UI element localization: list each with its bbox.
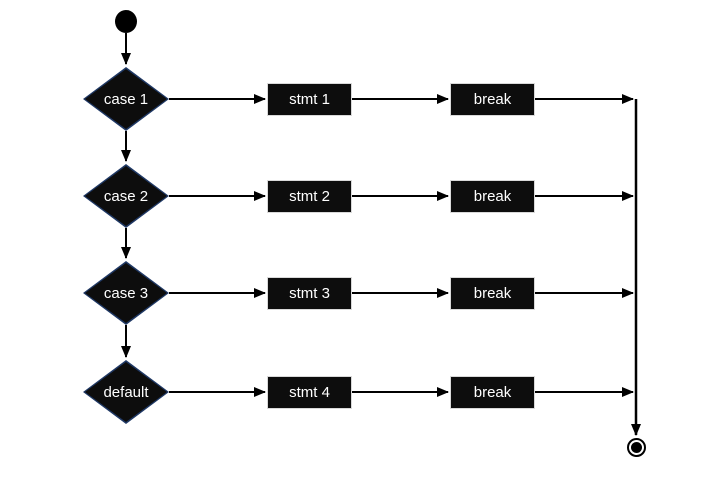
process-break-4: break <box>450 376 535 409</box>
start-node-icon <box>115 10 137 33</box>
process-label: stmt 3 <box>289 285 330 302</box>
decision-label: case 3 <box>103 284 149 302</box>
process-stmt-1: stmt 1 <box>267 83 352 116</box>
process-label: stmt 1 <box>289 91 330 108</box>
process-stmt-2: stmt 2 <box>267 180 352 213</box>
decision-label: case 2 <box>103 187 149 205</box>
process-label: break <box>473 285 512 302</box>
process-stmt-3: stmt 3 <box>267 277 352 310</box>
process-label: break <box>473 91 512 108</box>
decision-label: default <box>103 383 149 401</box>
process-label: stmt 4 <box>289 384 330 401</box>
process-break-3: break <box>450 277 535 310</box>
process-break-1: break <box>450 83 535 116</box>
process-break-2: break <box>450 180 535 213</box>
process-label: break <box>473 188 512 205</box>
process-label: break <box>473 384 512 401</box>
decision-label: case 1 <box>103 90 149 108</box>
process-label: stmt 2 <box>289 188 330 205</box>
end-node-icon <box>627 438 646 457</box>
process-stmt-4: stmt 4 <box>267 376 352 409</box>
end-node-core <box>631 442 642 453</box>
